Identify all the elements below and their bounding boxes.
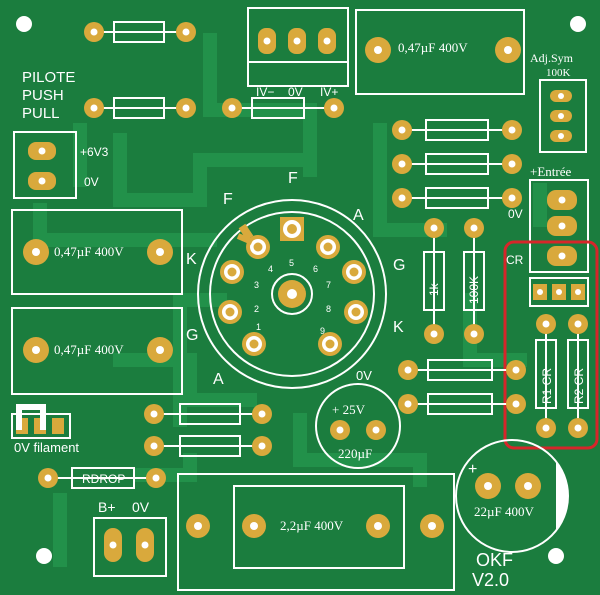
capacitor-left-2 [11, 307, 183, 395]
label-okf: OKF [476, 550, 513, 570]
label-tube-A-bottom: A [213, 371, 224, 388]
label-cr: CR [506, 253, 524, 267]
capacitor-22uf [455, 439, 569, 553]
resistor-100k [463, 218, 485, 344]
label-res-1k: 1k [427, 282, 441, 296]
resistor-1k [423, 218, 445, 344]
tube-socket [197, 199, 387, 389]
mounting-hole [36, 548, 52, 564]
copper-traces [33, 33, 547, 567]
label-filament: 0V filament [14, 440, 79, 455]
pin-label-1: 1 [256, 322, 261, 332]
label-tube-K-left: K [186, 251, 197, 268]
capacitor-top-right [355, 9, 525, 95]
iv-connector [247, 7, 349, 87]
label-push: PUSH [22, 87, 64, 104]
label-pull: PULL [22, 105, 60, 122]
cr-section [529, 277, 589, 438]
trimmer-adj-sym [539, 79, 587, 153]
label-rdrop: RDROP [82, 472, 125, 486]
label-iv-0v: 0V [288, 85, 303, 99]
resistor-bl-2 [144, 435, 272, 457]
resistor-stack-2 [392, 153, 522, 175]
label-0v-left: 0V [84, 175, 99, 189]
resistor-stack-3 [392, 187, 522, 209]
pin-label-9: 9 [320, 326, 325, 336]
pin-label-6: 6 [313, 264, 318, 274]
label-cap-big-plus: + [468, 461, 477, 478]
label-tube-F-left: F [223, 191, 233, 208]
pin-label-8: 8 [326, 304, 331, 314]
resistor-bl-1 [144, 403, 272, 425]
label-version: V2.0 [472, 570, 509, 590]
input-connector [529, 179, 589, 273]
label-bplus: B+ [98, 499, 116, 515]
label-res-100k: 100K [467, 276, 481, 304]
pin-label-4: 4 [268, 264, 273, 274]
label-cap-small-val: 220µF [338, 446, 372, 461]
capacitor-left-1 [11, 209, 183, 295]
pin-label-7: 7 [326, 280, 331, 290]
mounting-hole [548, 548, 564, 564]
label-6v3: +6V3 [80, 145, 109, 159]
label-r1: R1 CR [540, 368, 554, 404]
label-adj-sym: Adj.Sym [530, 51, 574, 65]
label-cap-big-val: 22µF 400V [474, 504, 534, 519]
label-adj-val: 100K [546, 67, 571, 79]
resistor-row2-right [222, 97, 344, 119]
label-pilote: PILOTE [22, 69, 75, 86]
resistor-stack-1 [392, 119, 522, 141]
label-iv-minus: IV− [256, 85, 274, 99]
heater-connector [13, 131, 77, 199]
label-tube-F-top: F [288, 170, 298, 187]
label-tube-G-left: G [186, 327, 198, 344]
label-0v-entree: 0V [508, 207, 523, 221]
filament-jumper [11, 404, 71, 439]
resistor-mid-2 [398, 393, 526, 415]
label-0v-mid: 0V [356, 368, 372, 383]
pin-label-2: 2 [254, 304, 259, 314]
cr-highlight-frame [503, 240, 599, 450]
mounting-hole [16, 16, 32, 32]
label-cap-left-1: 0,47µF 400V [54, 244, 124, 259]
label-0v-bplus: 0V [132, 499, 150, 515]
resistor-row2-left [84, 97, 196, 119]
label-cap-bottom: 2,2µF 400V [280, 518, 344, 533]
pin-label-3: 3 [254, 280, 259, 290]
label-entree: +Entrée [530, 164, 571, 179]
resistor-top [84, 21, 196, 43]
resistor-rdrop [38, 467, 166, 489]
label-r2: R2 CR [572, 368, 586, 404]
capacitor-220uf [315, 383, 401, 469]
label-cap-top-right: 0,47µF 400V [398, 40, 468, 55]
label-cap-left-2: 0,47µF 400V [54, 342, 124, 357]
label-tube-A-top: A [353, 207, 364, 224]
resistor-mid-1 [398, 359, 526, 381]
label-cap-small-v: + 25V [332, 402, 366, 417]
pin-label-5: 5 [289, 258, 294, 268]
label-tube-K-right: K [393, 319, 404, 336]
mounting-hole [570, 16, 586, 32]
capacitor-2u2 [177, 473, 455, 591]
label-iv-plus: IV+ [320, 85, 338, 99]
label-tube-G-right: G [393, 257, 405, 274]
bplus-connector [93, 517, 167, 577]
